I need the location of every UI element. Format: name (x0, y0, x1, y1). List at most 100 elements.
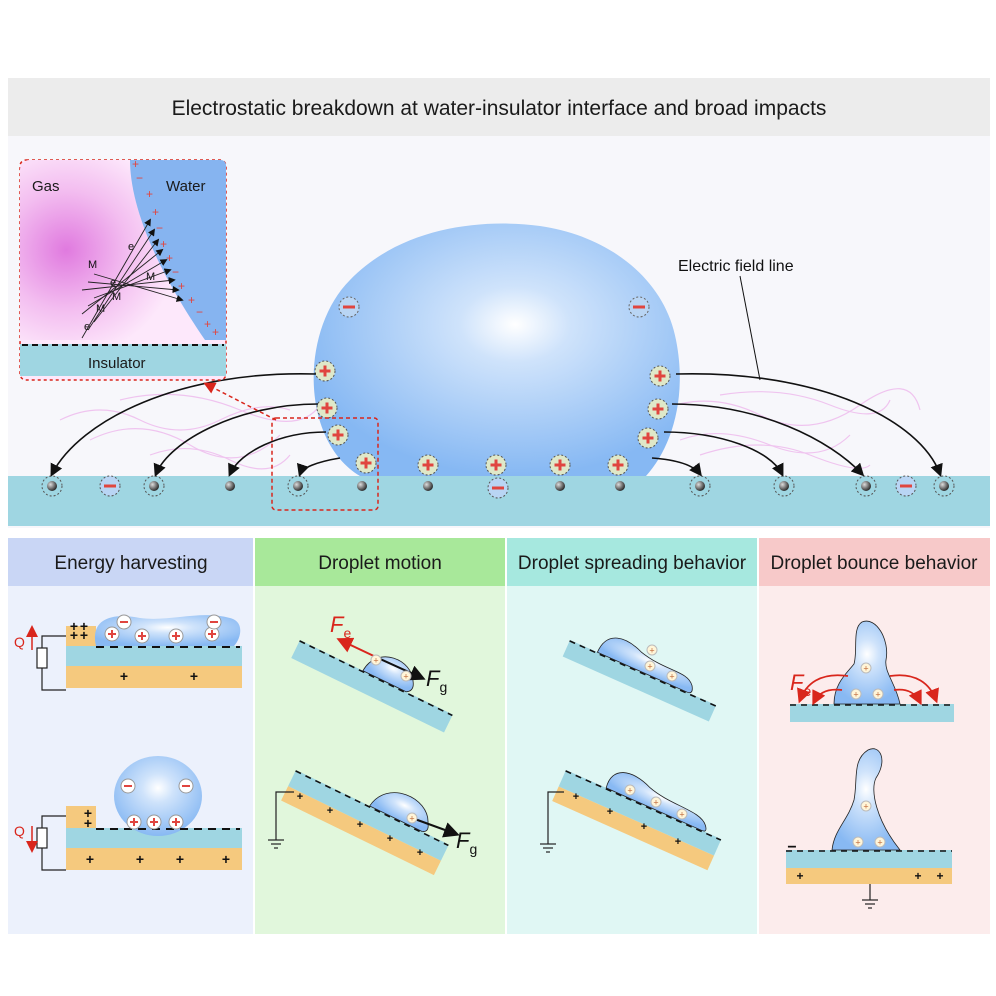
force-e-label: Fe (330, 612, 351, 641)
positive-ion: + (676, 808, 688, 820)
charge-sign: + (190, 668, 198, 684)
charge-sign: + (675, 836, 681, 848)
droplet-negative-charges (338, 296, 650, 318)
substrate-particles (41, 475, 955, 499)
positive-ion (607, 454, 629, 476)
positive-ion (168, 814, 184, 830)
charge-sign: + (297, 791, 303, 803)
avalanche-symbol: e (84, 321, 90, 333)
positive-ion: + (650, 796, 662, 808)
force-g-label-top: Fg (426, 666, 447, 695)
avalanche-symbol: e (128, 241, 134, 253)
charge-sign: + (120, 668, 128, 684)
charge-sign: + (80, 618, 88, 634)
charge-sign: + (417, 847, 423, 859)
svg-text:+: + (649, 646, 654, 656)
field-line-leader (739, 275, 761, 381)
interface-charge: + (146, 187, 153, 201)
interface-charge: + (160, 237, 167, 251)
positive-ion (314, 360, 336, 382)
positive-ion (549, 454, 571, 476)
charge-sign: + (327, 805, 333, 817)
trapped-electron (615, 481, 625, 491)
svg-text:+: + (653, 798, 658, 808)
interface-charge: + (204, 317, 211, 331)
svg-text:+: + (679, 810, 684, 820)
positive-ion: + (624, 784, 636, 796)
svg-text:+: + (875, 690, 880, 700)
positive-ion (327, 424, 349, 446)
inset-water (130, 160, 226, 340)
interface-charge: + (166, 251, 173, 265)
positive-ion (485, 454, 507, 476)
trapped-electron (357, 481, 367, 491)
trapped-electron (225, 481, 235, 491)
inset-gas-label: Gas (32, 178, 60, 195)
negative-ion (895, 475, 917, 497)
avalanche-symbol: M (88, 259, 97, 271)
charge-sign: + (136, 851, 144, 867)
interface-charge: − (172, 265, 179, 279)
positive-ion: + (874, 836, 886, 848)
electric-field-lines (50, 373, 943, 478)
svg-text:+: + (863, 802, 868, 812)
trapped-electron (423, 481, 433, 491)
interface-charge: + (178, 279, 185, 293)
svg-text:+: + (863, 664, 868, 674)
charge-sign: + (796, 869, 803, 883)
trapped-electron (773, 475, 795, 497)
avalanche-symbol: M (96, 303, 105, 315)
positive-ion: + (646, 644, 658, 656)
panel-title: Droplet spreading behavior (518, 553, 747, 574)
svg-text:+: + (373, 656, 378, 666)
avalanche-symbol: M (112, 291, 121, 303)
panel-title: Energy harvesting (54, 553, 207, 574)
positive-ion (649, 365, 671, 387)
svg-text:+: + (853, 690, 858, 700)
trapped-electron (555, 481, 565, 491)
svg-text:+: + (669, 672, 674, 682)
charge-sign: + (641, 821, 647, 833)
force-g-label-bottom: Fg (456, 828, 477, 857)
positive-ion (647, 398, 669, 420)
interface-charge: − (196, 305, 203, 319)
charge-sign: + (84, 805, 92, 821)
interface-charge: − (136, 171, 143, 185)
svg-text:+: + (647, 662, 652, 672)
panel-charge-signs: +++++++++++++++++++++++++++++++++++++++− (70, 614, 944, 883)
interface-charge: + (188, 293, 195, 307)
droplet-bounce-illustration: Fe (786, 620, 954, 909)
trapped-electron (855, 475, 877, 497)
inset-insulator (20, 344, 226, 376)
positive-ion: + (852, 836, 864, 848)
droplet-motion-illustration: Fe Fg Fg (268, 612, 477, 876)
trapped-electron (689, 475, 711, 497)
interface-charge: − (156, 221, 163, 235)
charge-sign: + (936, 869, 943, 883)
charge-label-top: Q (14, 634, 25, 650)
charge-sign: + (176, 851, 184, 867)
charge-sign: + (914, 869, 921, 883)
positive-ion: + (644, 660, 656, 672)
charge-sign: + (573, 791, 579, 803)
trapped-electron (287, 475, 309, 497)
charge-sign: + (607, 806, 613, 818)
charge-sign: + (387, 833, 393, 845)
svg-text:+: + (855, 838, 860, 848)
charge-sign: − (787, 839, 796, 856)
interface-charge: + (212, 325, 219, 339)
svg-text:+: + (409, 814, 414, 824)
panel-title: Droplet bounce behavior (770, 553, 978, 574)
positive-ion (168, 628, 184, 644)
positive-ion (316, 397, 338, 419)
trapped-electron (41, 475, 63, 497)
positive-ion: + (400, 670, 412, 682)
positive-ion (355, 452, 377, 474)
positive-ion (637, 427, 659, 449)
zoom-region-box (271, 417, 379, 511)
panel-2: Droplet motion (254, 538, 506, 934)
interface-charge: + (132, 157, 139, 171)
